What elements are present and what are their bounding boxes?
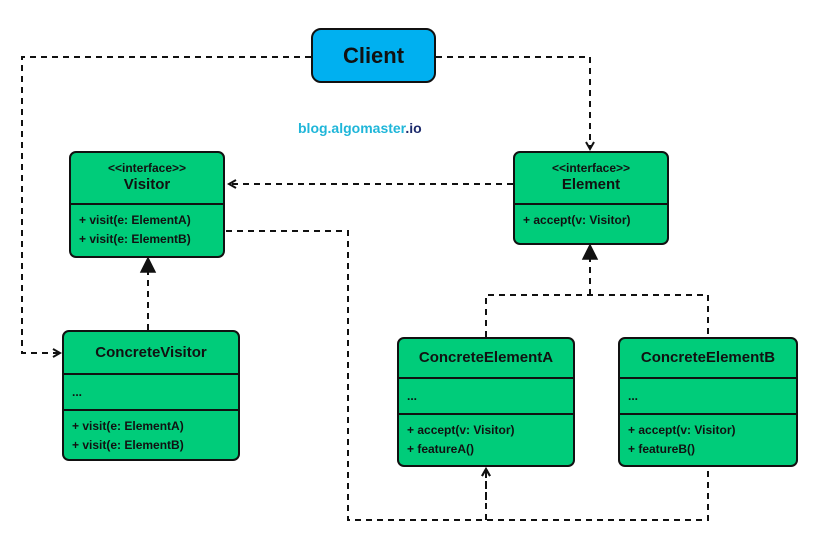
client-label: Client	[342, 42, 405, 68]
visitor-inheritance-arrowhead	[139, 256, 157, 273]
concrete-element-b-methods: + accept(v: Visitor) + featureB()	[620, 415, 796, 459]
concrete-visitor-method: + visit(e: ElementB)	[72, 438, 184, 452]
element-methods: + accept(v: Visitor)	[515, 205, 667, 230]
concrete-visitor-method: + visit(e: ElementA)	[72, 419, 184, 433]
visitor-methods: + visit(e: ElementA) + visit(e: ElementB…	[71, 205, 223, 249]
concrete-element-a-attribute: ...	[407, 389, 418, 403]
concrete-element-b-attributes: ...	[620, 379, 796, 415]
visitor-method: + visit(e: ElementA)	[79, 213, 191, 227]
concrete-element-b-header: ConcreteElementB	[620, 339, 796, 379]
concrete-element-a-method: + featureA()	[407, 442, 475, 456]
client-to-element-edge	[436, 56, 590, 149]
concrete-element-b-method: + accept(v: Visitor)	[628, 423, 736, 437]
visitor-method: + visit(e: ElementB)	[79, 232, 191, 246]
concrete-visitor-attributes: ...	[64, 375, 238, 411]
watermark-domain: blog.algomaster	[298, 120, 406, 136]
concrete-visitor-attribute: ...	[72, 385, 83, 399]
client-to-concrete-visitor-edge	[21, 56, 311, 353]
concrete-element-a-box: ConcreteElementA ... + accept(v: Visitor…	[397, 337, 575, 467]
concrete-element-b-name: ConcreteElementB	[640, 349, 776, 366]
element-method: + accept(v: Visitor)	[523, 213, 631, 227]
concrete-visitor-name: ConcreteVisitor	[95, 343, 207, 361]
visitor-header: <<interface>> Visitor	[71, 153, 223, 205]
element-header: <<interface>> Element	[515, 153, 667, 205]
element-stereotype: <<interface>>	[551, 161, 631, 175]
concrete-visitor-methods: + visit(e: ElementA) + visit(e: ElementB…	[64, 411, 238, 455]
concrete-element-b-method: + featureB()	[628, 442, 696, 456]
watermark: blog.algomaster.io	[298, 120, 422, 136]
watermark-suffix: .io	[405, 120, 422, 136]
concrete-element-a-attributes: ...	[399, 379, 573, 415]
concrete-element-a-method: + accept(v: Visitor)	[407, 423, 515, 437]
client-node: Client	[311, 28, 436, 83]
visitor-stereotype: <<interface>>	[107, 161, 187, 175]
concrete-visitor-box: ConcreteVisitor ... + visit(e: ElementA)…	[62, 330, 240, 461]
concrete-element-a-methods: + accept(v: Visitor) + featureA()	[399, 415, 573, 459]
element-name: Element	[561, 176, 621, 193]
concrete-element-b-attribute: ...	[628, 389, 639, 403]
concrete-element-b-box: ConcreteElementB ... + accept(v: Visitor…	[618, 337, 798, 467]
concrete-elements-realization-edge	[485, 259, 709, 337]
concrete-element-a-name: ConcreteElementA	[418, 349, 554, 366]
visitor-name: Visitor	[123, 176, 171, 193]
visitor-interface-box: <<interface>> Visitor + visit(e: Element…	[69, 151, 225, 258]
element-inheritance-arrowhead	[581, 243, 599, 260]
concrete-element-a-header: ConcreteElementA	[399, 339, 573, 379]
concrete-visitor-header: ConcreteVisitor	[64, 332, 238, 375]
element-interface-box: <<interface>> Element + accept(v: Visito…	[513, 151, 669, 245]
